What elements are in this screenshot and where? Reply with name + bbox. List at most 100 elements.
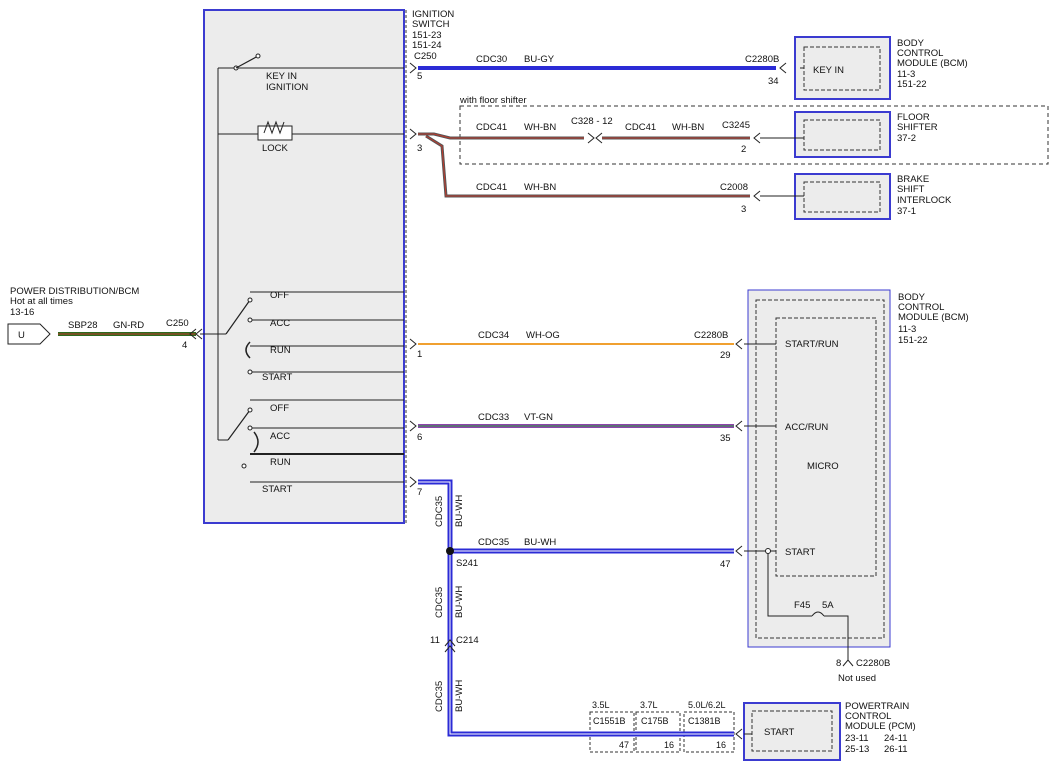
start-bcm-pin: 47 <box>720 559 731 570</box>
wire-run: CDC34 WH-OG C2280B 29 <box>409 330 743 361</box>
engine-1-label: 3.5L <box>592 700 610 710</box>
bcm-top-l1: BODY <box>897 38 925 49</box>
ignition-connector: C250 <box>414 51 437 62</box>
pcm-l2: CONTROL <box>845 711 891 722</box>
acc-pin: 35 <box>720 433 731 444</box>
pcm-r2a: 25-13 <box>845 744 869 755</box>
floor-shifter-region <box>459 105 1049 165</box>
acc-circuit: CDC33 <box>478 412 509 423</box>
pin-3: 3 <box>417 143 422 154</box>
bank2-run: RUN <box>270 457 291 468</box>
bcm-main-l4: 11-3 <box>898 324 916 335</box>
run-pin: 29 <box>720 350 731 361</box>
key-in-color: BU-GY <box>524 54 555 65</box>
floor-shifter-l3: 37-2 <box>897 133 916 144</box>
pcm-module: START POWERTRAIN CONTROL MODULE (PCM) 23… <box>743 701 916 761</box>
bcm-main-l3: MODULE (BCM) <box>898 312 969 323</box>
pcm-l3: MODULE (PCM) <box>845 721 916 732</box>
inline-connector: C214 <box>456 635 479 646</box>
splice-label: S241 <box>456 558 478 569</box>
bcm-top-l3: MODULE (BCM) <box>897 58 968 69</box>
engine-1-connector: C1551B <box>593 716 626 726</box>
ignition-ref-2: 151-24 <box>412 40 442 51</box>
engine-3-label: 5.0L/6.2L <box>688 700 726 710</box>
ignition-switch: IGNITION SWITCH 151-23 151-24 C250 KEY I… <box>200 9 454 524</box>
bank1-off: OFF <box>270 290 289 301</box>
start-v3-color: BU-WH <box>454 680 465 712</box>
pcm-r1a: 23-11 <box>845 733 869 744</box>
key-in-label-2: IGNITION <box>266 82 308 93</box>
ignition-title-1: IGNITION <box>412 9 454 20</box>
floor-shifter-module: FLOOR SHIFTER 37-2 <box>760 111 938 158</box>
lock-2-connector: C3245 <box>722 120 750 131</box>
start-v2-circuit: CDC35 <box>434 587 445 618</box>
wire-lock: CDC41 WH-BN C328 - 12 CDC41 WH-BN C3245 … <box>409 116 761 215</box>
bank1-start: START <box>262 372 292 383</box>
lock-2-color: WH-BN <box>672 122 704 133</box>
run-circuit: CDC34 <box>478 330 509 341</box>
power-color: GN-RD <box>113 320 144 331</box>
bcm-acc-run: ACC/RUN <box>785 422 828 433</box>
start-v1-color: BU-WH <box>454 495 465 527</box>
wire-acc: CDC33 VT-GN 35 <box>409 412 743 444</box>
inline-pin: 11 <box>430 635 440 646</box>
engine-1-pin: 47 <box>619 740 629 750</box>
start-bcm-circuit: CDC35 <box>478 537 509 548</box>
lock-1-circuit: CDC41 <box>476 122 507 133</box>
power-pin: 4 <box>182 340 187 351</box>
lock-1-connector: C328 - 12 <box>571 116 613 127</box>
brake-interlock-l3: INTERLOCK <box>897 195 952 206</box>
lock-3-color: WH-BN <box>524 182 556 193</box>
power-ref: 13-16 <box>10 307 34 318</box>
bank2-acc: ACC <box>270 431 290 442</box>
brake-interlock-l2: SHIFT <box>897 184 925 195</box>
bcm-pin-8: 8 <box>836 658 841 669</box>
pcm-label: START <box>764 727 794 738</box>
ignition-title-2: SWITCH <box>412 19 450 30</box>
bank1-run: RUN <box>270 345 291 356</box>
engine-3-connector: C1381B <box>688 716 721 726</box>
pin-7: 7 <box>417 487 422 498</box>
bcm-start-run: START/RUN <box>785 339 839 350</box>
floor-shifter-l2: SHIFTER <box>897 122 938 133</box>
bcm-micro: MICRO <box>807 461 839 472</box>
pin-6: 6 <box>417 432 422 443</box>
lock-2-pin: 2 <box>741 144 746 155</box>
lock-3-connector: C2008 <box>720 182 748 193</box>
brake-interlock-module: BRAKE SHIFT INTERLOCK 37-1 <box>760 173 952 220</box>
bcm-main-l1: BODY <box>898 292 926 303</box>
bcm-not-used: Not used <box>838 673 876 684</box>
power-connector-letter: U <box>18 330 25 341</box>
lock-label: LOCK <box>262 143 289 154</box>
bcm-top-module: KEY IN BODY CONTROL MODULE (BCM) 11-3 15… <box>794 36 968 100</box>
bcm-top-label: KEY IN <box>813 65 844 76</box>
pcm-r2b: 26-11 <box>884 744 908 755</box>
pcm-l1: POWERTRAIN <box>845 701 909 712</box>
ignition-ref-1: 151-23 <box>412 30 442 41</box>
acc-color: VT-GN <box>524 412 553 423</box>
pin-1: 1 <box>417 349 422 360</box>
run-connector: C2280B <box>694 330 728 341</box>
run-color: WH-OG <box>526 330 560 341</box>
bank2-start: START <box>262 484 292 495</box>
power-circuit: SBP28 <box>68 320 98 331</box>
engine-2-label: 3.7L <box>640 700 658 710</box>
wire-key-in: CDC30 BU-GY C2280B 34 <box>409 54 787 87</box>
brake-interlock-l4: 37-1 <box>897 206 916 217</box>
wire-start: S241 CDC35 BU-WH 47 CDC35 BU-WH CDC35 BU… <box>409 476 743 737</box>
engine-2-pin: 16 <box>664 740 674 750</box>
engine-connectors: 3.5L C1551B 47 3.7L C175B 16 5.0L/6.2L C… <box>588 700 743 753</box>
pcm-r1b: 24-11 <box>884 733 908 744</box>
bcm-top-l4: 11-3 <box>897 69 915 80</box>
power-title: POWER DISTRIBUTION/BCM <box>10 286 139 297</box>
start-v2-color: BU-WH <box>454 586 465 618</box>
bcm-fuse: F45 <box>794 600 810 611</box>
bcm-top-l5: 151-22 <box>897 79 927 90</box>
bcm-main-l5: 151-22 <box>898 335 928 346</box>
key-in-connector: C2280B <box>745 54 779 65</box>
bcm-top-l2: CONTROL <box>897 48 943 59</box>
engine-3-pin: 16 <box>716 740 726 750</box>
key-in-circuit: CDC30 <box>476 54 507 65</box>
lock-2-circuit: CDC41 <box>625 122 656 133</box>
